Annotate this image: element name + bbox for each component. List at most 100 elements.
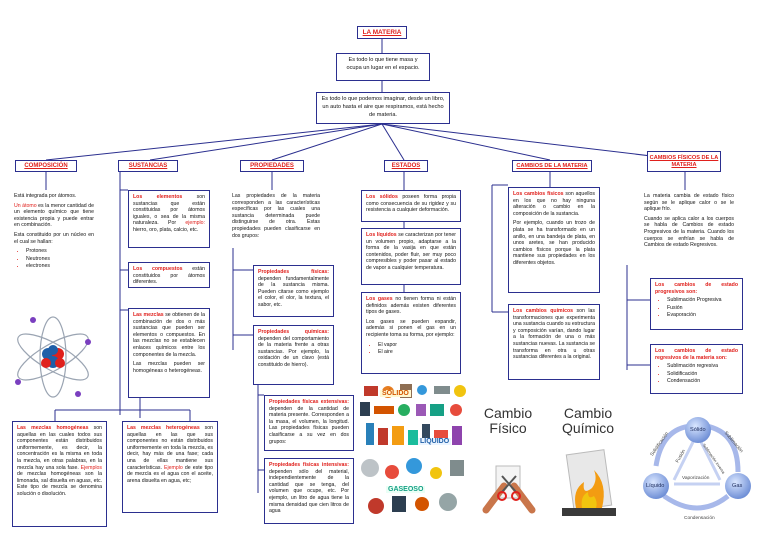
cycle-solido: Sólido [690, 427, 706, 433]
regresivos-label: Los cambios de estado regresivos de la m… [655, 348, 738, 361]
progresivos-label: Los cambios de estado progresivos son: [655, 282, 738, 295]
list-item: Condensación [667, 378, 738, 385]
cambios-fisicos-text: son aquellos en los que no hay ninguna a… [513, 191, 595, 217]
cambio-quimico-image: Cambio Químico [556, 396, 620, 520]
propiedades-extensivas: Propiedades físicas extensivas: dependen… [264, 395, 354, 451]
liquidos-label: Los líquidos [366, 232, 397, 238]
collage-label-solido: SÓLIDO [380, 390, 411, 397]
header-sustancias: SUSTANCIAS [118, 160, 178, 172]
cambios-quimicos-label: Los cambios químicos [513, 308, 574, 314]
cycle-condensacion: Condensación [684, 516, 715, 521]
header-composicion: COMPOSICIÓN [15, 160, 77, 172]
elementos-ejemplo-text: hierro, oro, plata, calcio, etc. [133, 226, 199, 233]
header-cambios-fisicos: CAMBIOS FÍSICOS DE LA MATERIA [647, 151, 721, 172]
definition-imagine: Es todo lo que podemos imaginar, desde u… [316, 92, 450, 124]
atomo-text: es la menor cantidad de un elemento quím… [14, 202, 94, 229]
cambios-fisicos-p2: Por ejemplo, cuando un trozo de plata se… [513, 220, 595, 266]
cambios-fisicos-p1: Los cambios físicos son aquellos en los … [513, 191, 595, 217]
mezclas-p1: Las mezclas se obtienen de la combinació… [133, 312, 205, 358]
homog-ejemplo-text: de mezclas homogéneas son la limonada, s… [17, 471, 102, 497]
definition-imagine-text: Es todo lo que podemos imaginar, desde u… [321, 96, 445, 118]
list-item: Evaporación [667, 312, 738, 319]
cycle-gas: Gas [732, 483, 743, 489]
solidos-label: Los sólidos [366, 194, 398, 200]
progresivos-list: Sublimación Progresiva Fusión Evaporació… [655, 297, 738, 319]
fisicas-label: Propiedades físicas: [258, 269, 329, 275]
regresivos-list: Sublimación regresiva Solidificación Con… [655, 363, 738, 385]
composicion-p2: Un átomo es la menor cantidad de un elem… [14, 203, 94, 229]
heter-text: son aquellas en las que sus componentes … [127, 425, 213, 471]
propiedades-quimicas: Propiedades químicas: dependen del compo… [253, 325, 334, 385]
main-title: LA MATERIA [357, 26, 407, 39]
propiedades-intro: Las propiedades de la materia correspond… [228, 190, 324, 248]
list-item: Fusión [667, 305, 738, 312]
states-collage-image [356, 378, 474, 528]
sustancias-compuestos: Los compuestos están constituidos por át… [128, 262, 210, 288]
sustancias-elementos: Los elementos son sustancias que están c… [128, 190, 210, 248]
list-item: Sublimación Progresiva [667, 297, 738, 304]
estados-gases: Los gases no tienen forma ni están defin… [361, 292, 461, 374]
gases-p2: Los gases se pueden expandir, además si … [366, 318, 456, 338]
cambios-fisicos-intro: La materia cambia de estado físico según… [640, 190, 738, 265]
elementos-ejemplo-label: ejemplo: [185, 220, 205, 227]
collage-label-liquido: LÍQUIDO [418, 438, 452, 445]
cambios-progresivos: Los cambios de estado progresivos son: S… [650, 278, 743, 330]
mezclas-label: Las mezclas [133, 312, 164, 318]
header-cambios: CAMBIOS DE LA MATERIA [512, 160, 592, 172]
cambios-fisicos-label: Los cambios físicos [513, 191, 564, 197]
mezclas-homogeneas: Las mezclas homogéneas son aquellas en l… [12, 421, 107, 527]
list-item: Sublimación regresiva [667, 363, 738, 370]
cambios-quimicos-text: son las transformaciones que experimenta… [513, 308, 595, 361]
list-item: El vapor [378, 342, 456, 349]
extensivas-label: Propiedades físicas extensivas: [269, 399, 349, 405]
state-cycle-diagram: Sólido Líquido Gas Fusión Solidificación… [634, 410, 758, 530]
state-cycle-arrows [643, 417, 751, 511]
header-estados: ESTADOS [384, 160, 428, 172]
gases-list: El vapor El aire [366, 342, 456, 356]
list-item: El aire [378, 349, 456, 356]
homog-ejemplo-label: Ejemplos [80, 464, 102, 471]
elementos-label: Los elementos [133, 194, 183, 200]
cambios-quimicos: Los cambios químicos son las transformac… [508, 304, 600, 380]
scissors-paper-icon [482, 465, 536, 514]
heter-ejemplo-label: Ejemplo [164, 464, 183, 471]
definition-mass: Es todo lo que tiene masa y ocupa un lug… [336, 53, 430, 81]
collage-label-gaseoso: GASEOSO [386, 486, 426, 493]
definition-mass-text: Es todo lo que tiene masa y ocupa un lug… [346, 57, 420, 71]
mezclas-heterogeneas: Las mezclas heterogéneas son aquellas en… [122, 421, 218, 513]
header-propiedades: PROPIEDADES [240, 160, 304, 172]
atom-illustration [15, 316, 91, 398]
propiedades-intensivas: Propiedades físicas intensivas: dependen… [264, 458, 354, 524]
cambio-quimico-caption: Cambio Químico [561, 405, 615, 436]
cambios-fisicos: Los cambios físicos son aquellos en los … [508, 187, 600, 293]
homog-text: son aquellas en las cuales todos sus com… [17, 425, 102, 471]
gases-p1: Los gases no tienen forma ni están defin… [366, 296, 456, 316]
gases-text: no tienen forma ni están definidos ademá… [366, 296, 457, 316]
compuestos-label: Los compuestos [133, 266, 183, 272]
fisicas-text: dependen fundamentalmente de la sustanci… [258, 275, 329, 308]
quimicas-label: Propiedades químicas: [258, 329, 329, 335]
propiedades-fisicas: Propiedades físicas: dependen fundamenta… [253, 265, 334, 317]
cambios-fisicos-intro-p1: La materia cambia de estado físico según… [644, 193, 734, 213]
extensivas-text: dependen de la cantidad de materia prese… [269, 405, 349, 445]
mezclas-text: se obtienen de la combinación de dos o m… [133, 312, 205, 358]
heter-ejemplo-text: de este tipo de mezcla es el agua con el… [127, 464, 214, 484]
composicion-p3: Esta constituido por un núcleo en el cua… [14, 231, 94, 245]
solidos-text: poseen forma propia como consecuencia de… [366, 194, 456, 214]
particle-list: Protones Neutrones electrones [14, 248, 94, 270]
homog-label: Las mezclas homogéneas [17, 425, 89, 431]
cambios-regresivos: Los cambios de estado regresivos de la m… [650, 344, 743, 394]
elementos-text: son sustancias que están constituidas po… [133, 194, 206, 227]
list-item: Solidificación [667, 371, 738, 378]
burning-paper-icon [562, 449, 616, 516]
composicion-text: Está integrada por átomos. Un átomo es l… [10, 190, 98, 310]
list-item: Neutrones [26, 256, 94, 263]
cambio-fisico-image: Cambio Físico [476, 396, 540, 520]
cambios-fisicos-intro-p2: Cuando se aplica calor a los cuerpos se … [644, 215, 734, 249]
cycle-liquido: Líquido [646, 483, 665, 489]
quimicas-text: dependen del comportamiento de la materi… [258, 335, 329, 368]
cambio-fisico-caption: Cambio Físico [483, 405, 533, 436]
atomo-label: Un átomo [14, 202, 37, 209]
liquidos-text: se caracterizan por tener un volumen pro… [366, 232, 456, 271]
intensivas-text: dependen sólo del material, independient… [269, 468, 349, 515]
